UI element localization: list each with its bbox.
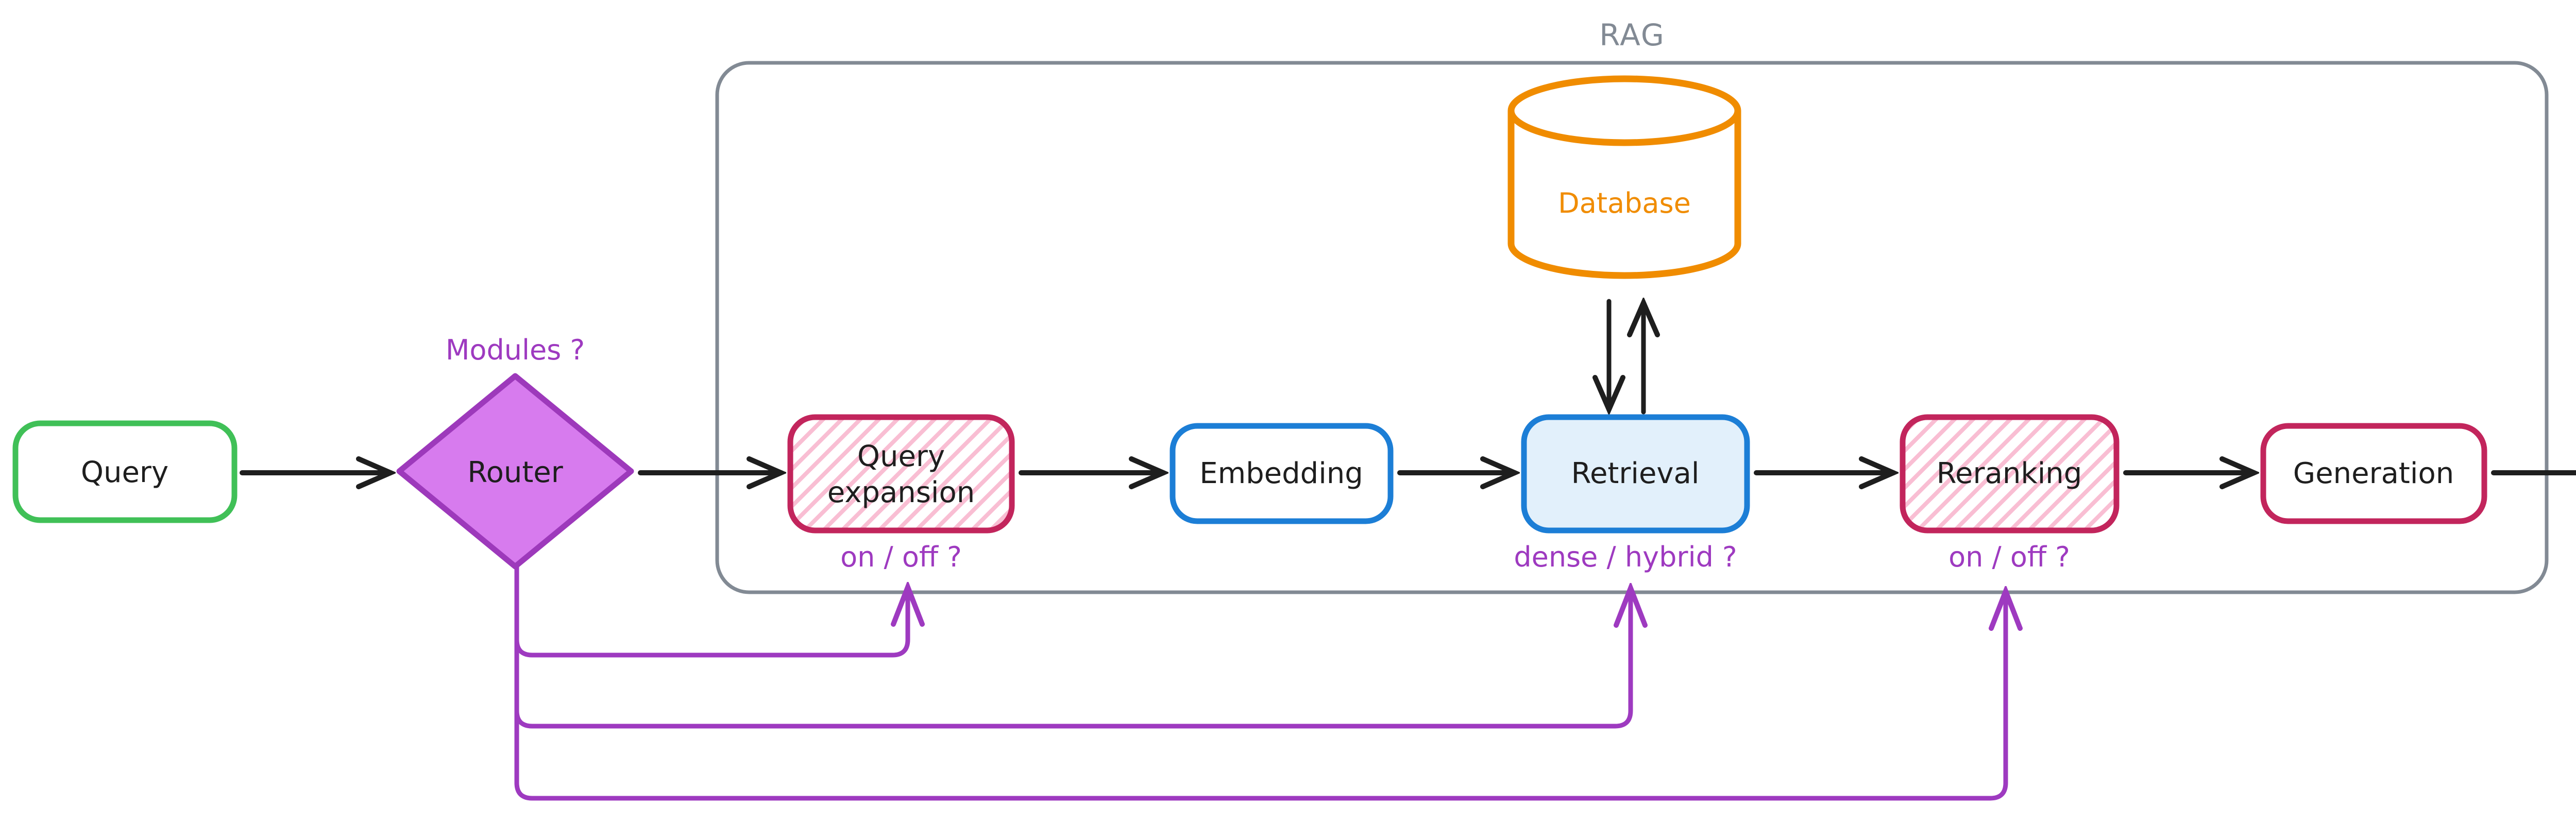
query-node: Query bbox=[12, 420, 238, 523]
edge-router-to-reranking-option bbox=[514, 564, 2006, 801]
query-expansion-label-line2: expansion bbox=[827, 476, 975, 509]
query-expansion-box-fill bbox=[790, 417, 1012, 530]
retrieval-node: Retrieval dense / hybrid ? bbox=[1514, 414, 1750, 573]
generation-box bbox=[2260, 423, 2487, 524]
query-label: Query bbox=[81, 456, 168, 489]
embedding-node: Embedding bbox=[1170, 423, 1394, 524]
database-node: Database bbox=[1507, 75, 1741, 279]
reranking-box bbox=[1900, 414, 2120, 534]
retrieval-question-label: dense / hybrid ? bbox=[1514, 541, 1737, 573]
query-box bbox=[12, 420, 238, 523]
database-cylinder-body bbox=[1507, 111, 1741, 279]
query-expansion-node: Query expansion on / off ? bbox=[787, 414, 1015, 573]
database-label: Database bbox=[1558, 187, 1691, 219]
reranking-label: Reranking bbox=[1937, 457, 2082, 490]
router-question-label: Modules ? bbox=[446, 334, 585, 366]
router-node: Router Modules ? bbox=[396, 334, 634, 570]
generation-node: Generation bbox=[2260, 423, 2487, 524]
router-label: Router bbox=[467, 456, 564, 489]
retrieval-label: Retrieval bbox=[1571, 457, 1700, 490]
database-cylinder-top bbox=[1507, 75, 1741, 146]
router-diamond bbox=[396, 373, 634, 570]
embedding-box bbox=[1170, 423, 1394, 524]
rag-group-label: RAG bbox=[1599, 18, 1665, 53]
generation-label: Generation bbox=[2293, 457, 2454, 490]
query-expansion-box bbox=[787, 414, 1015, 534]
retrieval-box bbox=[1521, 414, 1750, 534]
reranking-box-fill bbox=[1903, 417, 2116, 530]
reranking-question-label: on / off ? bbox=[1948, 541, 2070, 573]
reranking-node: Reranking on / off ? bbox=[1900, 414, 2120, 573]
embedding-label: Embedding bbox=[1199, 457, 1363, 490]
query-expansion-label-line1: Query bbox=[857, 440, 945, 473]
query-expansion-question-label: on / off ? bbox=[840, 541, 962, 573]
edge-router-to-query-expansion-option bbox=[514, 564, 908, 658]
